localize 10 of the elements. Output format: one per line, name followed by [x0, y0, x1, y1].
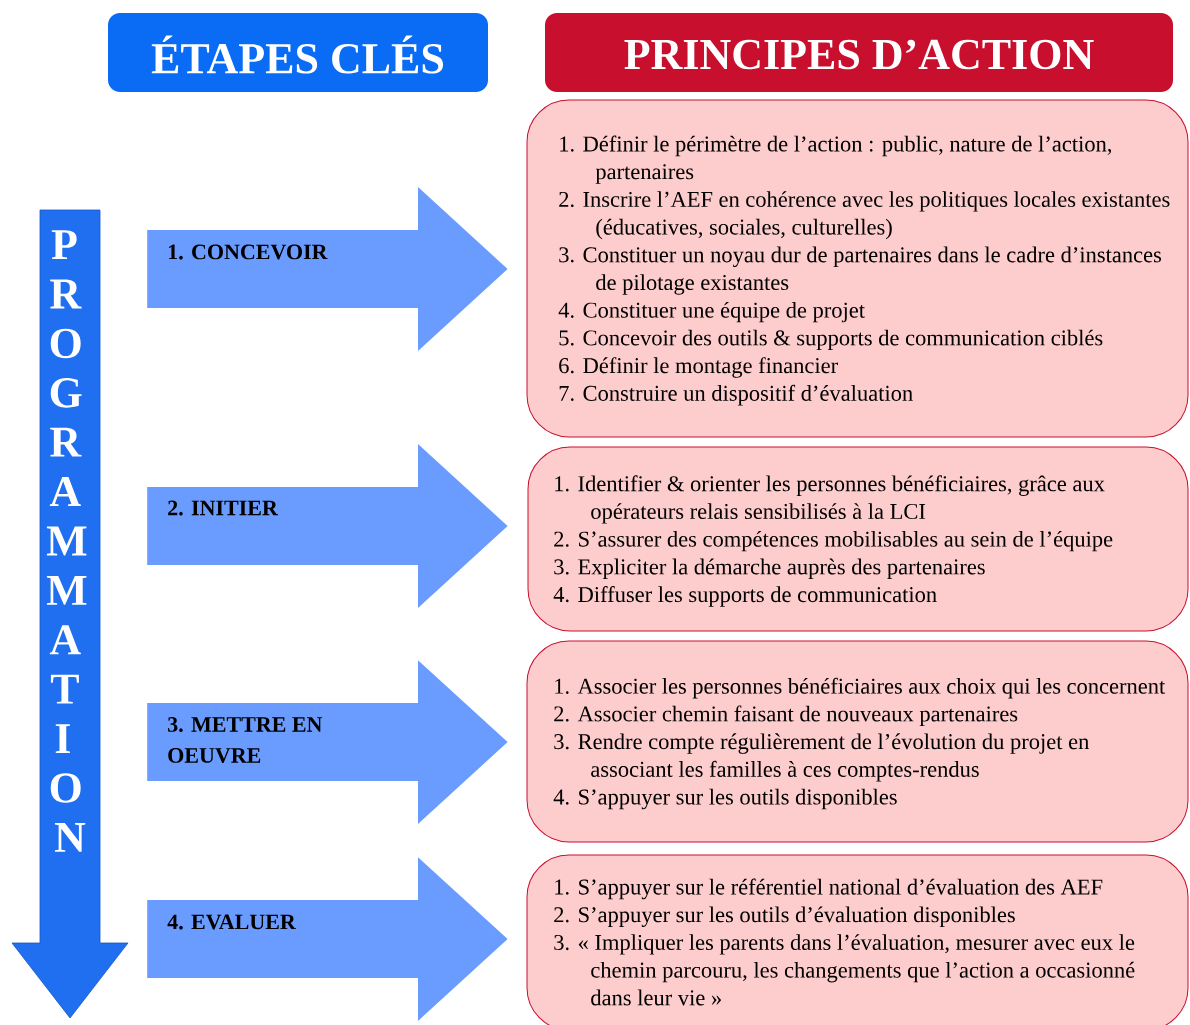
principles-box: 1. Associer les personnes bénéficiaires aux choix qui les concernent 2. Associer chemin faisant de nouveaux partenaires 3. Rendre compte régulièrement de l’évolution du projet en associant les familles à ces comptes-rendus 4. S’appuyer sur les outils disponibles [526, 640, 1189, 843]
edge-label: 3. METTRE EN OEUVRE [168, 717, 323, 763]
edge-label: 1. CONCEVOIR [168, 244, 328, 260]
principles-box: 1. S’appuyer sur le référentiel national d’évaluation des AEF 2. S’appuyer sur les outils d’évaluation disponibles 3. « Impliquer les parents dans l’évaluation, mesurer avec eux le chemin parcouru, les changements que l’action a occasionné dans leur vie » [526, 854, 1189, 1025]
principles-box: 1. Définir le périmètre de l’action : public, nature de l’action, partenaires 2. Inscrire l’AEF en cohérence avec les politiques locales existantes (éducatives, sociales, culturelles) 3. Constituer un noyau dur de partenaires dans le cadre d’instances de pilotage existantes 4. Constituer une équipe de projet 5. Concevoir des outils & supports de communication ciblés 6. Définir le montage financier 7. Construire un dispositif d’évaluation [526, 99, 1189, 438]
edge-label: 2. INITIER [168, 500, 279, 516]
principles-box: 1. Identifier & orienter les personnes bénéficiaires, grâce aux opérateurs relais sensibilisés à la LCI 2. S’assurer des compétences mobilisables au sein de l’équipe 3. Expliciter la démarche auprès des partenaires 4. Diffuser les supports de communication [527, 446, 1189, 632]
title-banner: ÉTAPES CLÉS [108, 13, 488, 92]
title-banner: PRINCIPES D’ACTION [545, 13, 1173, 92]
edge-label: 4. EVALUER [167, 914, 296, 930]
